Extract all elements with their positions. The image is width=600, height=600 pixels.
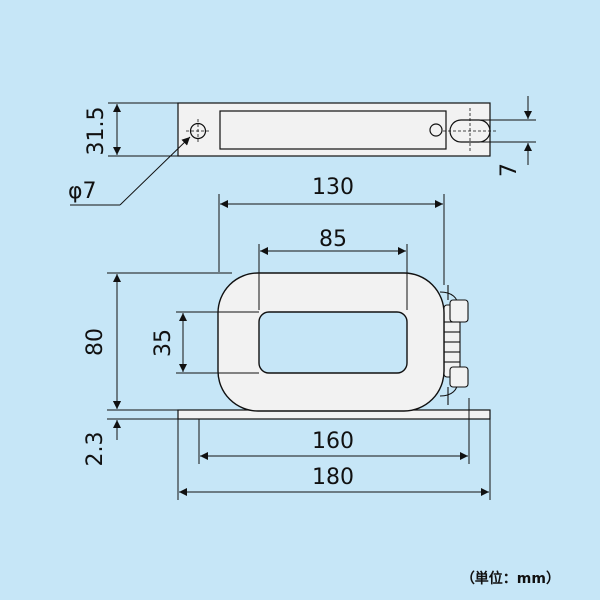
label-slot-width: 7: [497, 163, 522, 177]
dim-window-width: [258, 244, 408, 310]
core-window: [258, 311, 408, 374]
label-window-height: 35: [151, 329, 176, 357]
top-view-plate: [177, 102, 497, 157]
dim-plate-height: [108, 102, 178, 157]
dim-core-width: [218, 194, 445, 285]
label-hole-dia: φ7: [68, 179, 97, 204]
dim-hole-leader: [70, 136, 191, 206]
unit-note: （単位：mm）: [461, 570, 560, 587]
label-core-height: 80: [83, 328, 108, 356]
label-base-thickness: 2.3: [83, 432, 108, 467]
terminal-block: [439, 285, 469, 405]
dim-core-height: [107, 272, 232, 411]
label-hole-pitch: 160: [312, 429, 354, 454]
label-window-width: 85: [319, 227, 347, 252]
core-top-outline: [219, 110, 447, 150]
dim-base-length: [177, 419, 491, 500]
dim-hole-pitch: [198, 398, 470, 464]
dim-slot-width: [470, 96, 536, 165]
small-hole: [429, 123, 443, 137]
label-plate-height: 31.5: [84, 107, 109, 156]
dim-base-thickness: [107, 397, 178, 440]
mount-hole: [189, 122, 207, 140]
label-base-length: 180: [312, 465, 354, 490]
dim-window-height: [176, 311, 259, 374]
label-core-width: 130: [312, 175, 354, 200]
